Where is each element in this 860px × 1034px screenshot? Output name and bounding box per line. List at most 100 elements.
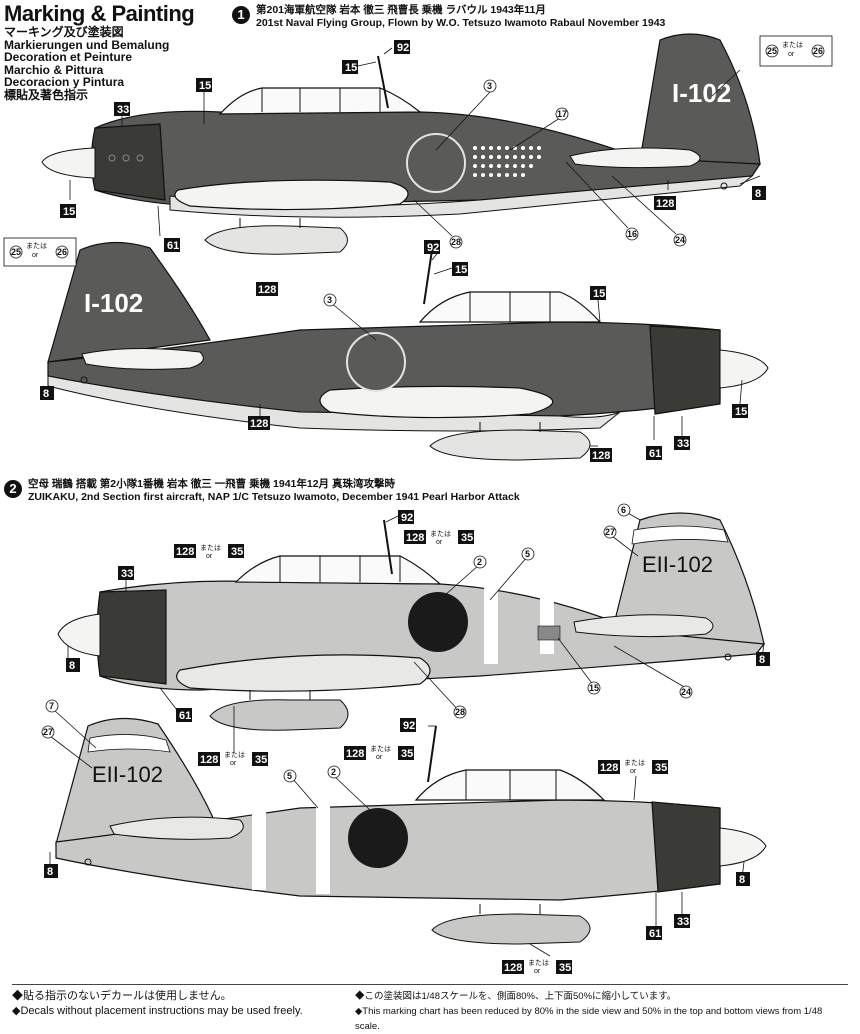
header-line-cn: 標貼及著色指示 (4, 87, 89, 102)
svg-text:or: or (206, 553, 213, 560)
svg-text:8: 8 (759, 654, 765, 666)
alt-note-a1-top: 25 または or 26 (759, 35, 833, 67)
svg-text:3: 3 (487, 81, 492, 91)
callout-27-a2b: 27 (41, 725, 55, 739)
svg-text:33: 33 (677, 916, 689, 928)
footer-right-jp: ◆この塗装図は1/48スケールを、側面80%、上下面50%に縮小しています。 (355, 991, 677, 1002)
callout-24-a1: 24 (673, 233, 687, 247)
svg-text:35: 35 (401, 748, 413, 760)
svg-text:15: 15 (345, 62, 357, 74)
section1-en: 201st Naval Flying Group, Flown by W.O. … (256, 17, 666, 29)
page-title: Marking & Painting (4, 1, 195, 26)
svg-text:または: または (370, 745, 391, 753)
callout-33-a1b: 33 (674, 436, 690, 450)
footer-right: ◆この塗装図は1/48スケールを、側面80%、上下面50%に縮小しています。 ◆… (355, 989, 848, 1034)
callout-8-a2b-nose: 8 (736, 872, 750, 886)
callout-3-a1b: 3 (323, 293, 337, 307)
svg-text:または: または (528, 959, 549, 967)
svg-text:or: or (534, 968, 541, 975)
callout-24-a2: 24 (679, 685, 693, 699)
callout-61-a2: 61 (176, 708, 192, 722)
svg-text:33: 33 (677, 438, 689, 450)
footer-right-en: ◆This marking chart has been reduced by … (355, 1006, 823, 1032)
callout-17-a1: 17 (555, 107, 569, 121)
callout-7-a2b: 7 (45, 699, 59, 713)
callout-5-a2b: 5 (283, 769, 297, 783)
header-line-it: Marchio & Pittura (4, 62, 104, 77)
header-line-fr: Decoration et Peinture (4, 50, 133, 64)
svg-text:35: 35 (655, 762, 667, 774)
callout-33-a1: 33 (114, 102, 130, 116)
svg-text:24: 24 (675, 235, 685, 245)
callout-15-a1b-nose: 15 (732, 404, 748, 418)
callout-2-a2b: 2 (327, 765, 341, 779)
svg-text:35: 35 (255, 754, 267, 766)
section1-number: 1 (232, 6, 250, 24)
svg-text:61: 61 (649, 928, 661, 940)
svg-text:15: 15 (199, 80, 211, 92)
callout-128-a1-tail: 128 (654, 196, 676, 210)
footer-notes: ◆貼る指示のないデカールは使用しません。 ◆Decals without pla… (12, 984, 848, 1032)
svg-text:or: or (230, 760, 237, 767)
footer-left-en: ◆Decals without placement instructions m… (12, 1005, 303, 1017)
callout-61-a2b: 61 (646, 926, 662, 940)
svg-text:17: 17 (557, 109, 567, 119)
svg-text:8: 8 (43, 388, 49, 400)
svg-text:25: 25 (11, 247, 21, 257)
callout-27-a2: 27 (603, 525, 617, 539)
svg-text:または: または (26, 242, 47, 250)
callout-15-a2: 15 (587, 681, 601, 695)
svg-text:128: 128 (250, 418, 268, 430)
callout-8-a1b: 8 (40, 386, 54, 400)
callout-28-a2: 28 (453, 705, 467, 719)
svg-text:35: 35 (231, 546, 243, 558)
callout-8-a1: 8 (752, 186, 766, 200)
svg-text:8: 8 (739, 874, 745, 886)
svg-text:5: 5 (287, 771, 292, 781)
callout-labels: 92 15 15 33 15 61 128 128 8 3 17 28 16 2… (3, 35, 833, 975)
callout-2-a2: 2 (473, 555, 487, 569)
footer-left: ◆貼る指示のないデカールは使用しません。 ◆Decals without pla… (12, 989, 303, 1019)
svg-text:61: 61 (649, 448, 661, 460)
section2-en: ZUIKAKU, 2nd Section first aircraft, NAP… (28, 491, 520, 503)
svg-text:128: 128 (656, 198, 674, 210)
svg-text:27: 27 (605, 527, 615, 537)
svg-text:128: 128 (504, 962, 522, 974)
header-line-de: Markierungen und Bemalung (4, 37, 170, 52)
callout-128-a1b-tank: 128 (590, 448, 612, 462)
aircraft-2b-tail-code: EII-102 (92, 762, 163, 787)
svg-text:28: 28 (451, 237, 461, 247)
svg-text:25: 25 (767, 46, 777, 56)
svg-text:92: 92 (403, 720, 415, 732)
svg-text:27: 27 (43, 727, 53, 737)
svg-text:or: or (788, 51, 795, 58)
callout-16-a1: 16 (625, 227, 639, 241)
aircraft-1b-tail-code: I-102 (84, 288, 143, 318)
section1-jp: 第201海軍航空隊 岩本 徹三 飛曹長 乗機 ラバウル 1943年11月 (256, 4, 546, 16)
callout-128-a1b-tail: 128 (248, 416, 270, 430)
svg-text:または: または (624, 759, 645, 767)
svg-text:8: 8 (47, 866, 53, 878)
header-line-jp: マーキング及び塗装図 (4, 25, 124, 39)
svg-text:28: 28 (455, 707, 465, 717)
svg-text:128: 128 (176, 546, 194, 558)
callout-92-a2: 92 (398, 510, 414, 524)
header-line-es: Decoracion y Pintura (4, 75, 125, 89)
callout-92-a2b: 92 (400, 718, 416, 732)
svg-text:61: 61 (167, 240, 179, 252)
callout-15-a1-mast: 15 (342, 60, 358, 74)
svg-text:2: 2 (331, 767, 336, 777)
svg-text:6: 6 (621, 505, 626, 515)
section2-jp: 空母 瑞鶴 搭載 第2小隊1番機 岩本 徹三 一飛曹 乗機 1941年12月 真… (28, 478, 395, 490)
svg-text:15: 15 (593, 288, 605, 300)
aircraft-2-left-view: EII-102 (57, 512, 766, 731)
svg-text:128: 128 (600, 762, 618, 774)
svg-text:128: 128 (592, 450, 610, 462)
svg-text:15: 15 (735, 406, 747, 418)
svg-text:2: 2 (477, 557, 482, 567)
aircraft-1-right-view: I-102 (47, 241, 769, 461)
svg-text:8: 8 (69, 660, 75, 672)
